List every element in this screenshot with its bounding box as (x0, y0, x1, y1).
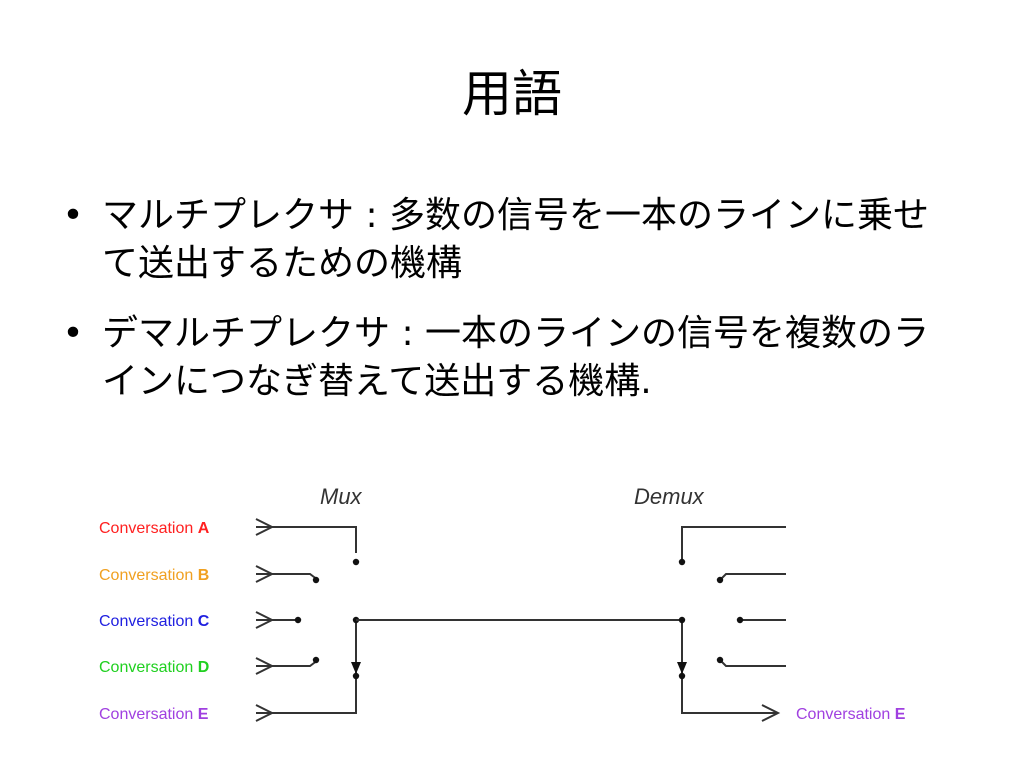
mux-contact-e (352, 672, 360, 680)
bullet-marker: • (62, 195, 84, 236)
mux-label: Mux (320, 484, 363, 509)
mux-wire-e (256, 666, 357, 714)
input-label-prefix: Conversation (99, 567, 198, 584)
mux-contact-d (312, 656, 320, 664)
demux-wire-b (719, 573, 786, 581)
output-label-letter: E (895, 706, 906, 723)
input-label-letter: C (198, 613, 210, 630)
demux-contact-a (678, 558, 686, 566)
input-label-b: Conversation B (99, 567, 209, 584)
slide-title: 用語 (462, 65, 562, 123)
input-label-prefix: Conversation (99, 659, 198, 676)
demux-contact-b (716, 576, 724, 584)
input-label-e: Conversation E (99, 706, 209, 723)
bullet-text: デマルチプレクサ : 一本のラインの信号を複数のラインにつなぎ替えて送出する機構… (102, 313, 930, 402)
input-label-d: Conversation D (99, 659, 209, 676)
input-label-letter: D (198, 659, 210, 676)
mux-contact-b (312, 576, 320, 584)
input-label-prefix: Conversation (99, 520, 198, 537)
demux-contact-e (678, 672, 686, 680)
bullet-item-multiplexer: • マルチプレクサ : 多数の信号を一本のラインに乗せて送出するための機構 (58, 192, 958, 288)
input-label-letter: B (198, 567, 210, 584)
bullet-item-demultiplexer: • デマルチプレクサ : 一本のラインの信号を複数のラインにつなぎ替えて送出する… (58, 310, 958, 406)
bullet-list: • マルチプレクサ : 多数の信号を一本のラインに乗せて送出するための機構 • … (58, 192, 958, 428)
demux-common-contact (678, 616, 686, 624)
bullet-marker: • (62, 313, 84, 354)
mux-wire-a (256, 526, 357, 553)
output-label-e: Conversation E (796, 706, 906, 723)
input-label-prefix: Conversation (99, 706, 198, 723)
demux-contact-d (716, 656, 724, 664)
mux-contact-a (352, 558, 360, 566)
input-label-letter: E (198, 706, 209, 723)
input-label-letter: A (198, 520, 210, 537)
demux-wire-e (681, 620, 778, 714)
mux-switch-arrow-icon (351, 662, 361, 674)
demux-label: Demux (634, 484, 705, 509)
demux-switch-arrow-icon (677, 662, 687, 674)
input-label-prefix: Conversation (99, 613, 198, 630)
input-label-a: Conversation A (99, 520, 210, 537)
mux-contact-c (294, 616, 302, 624)
demux-wire-a (681, 526, 786, 562)
bullet-text: マルチプレクサ : 多数の信号を一本のラインに乗せて送出するための機構 (102, 195, 930, 284)
demux-wire-d (719, 659, 786, 667)
output-arrow-icon (761, 704, 781, 722)
mux-demux-diagram: Mux Demux Conversation A Conversation B … (99, 484, 906, 723)
input-label-c: Conversation C (99, 613, 210, 630)
output-label-prefix: Conversation (796, 706, 895, 723)
demux-contact-c (736, 616, 744, 624)
